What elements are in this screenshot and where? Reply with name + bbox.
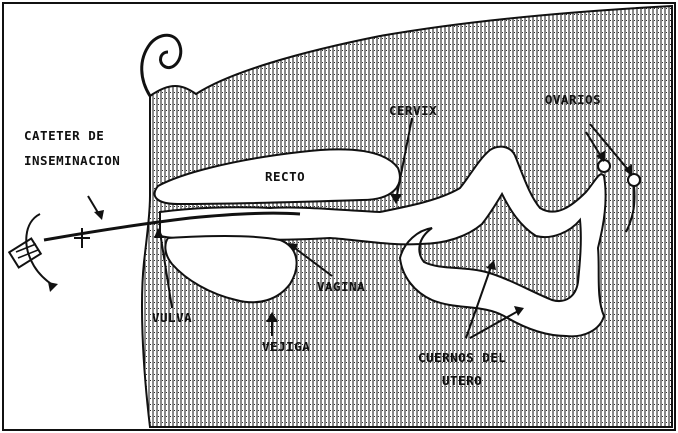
catheter-label-line2: INSEMINACION — [24, 153, 120, 168]
catheter-label-line1: CATETER DE — [24, 128, 104, 143]
ovary-right — [628, 174, 640, 186]
cuernos-label-line1: CUERNOS DEL — [418, 350, 506, 365]
vulva-label: VULVA — [152, 310, 192, 325]
cuernos-label-line2: UTERO — [442, 373, 482, 388]
cervix-label: CERVIX — [389, 103, 437, 118]
recto-label: RECTO — [265, 169, 305, 184]
ovarios-label: OVARIOS — [545, 92, 601, 107]
vagina-label: VAGINA — [317, 279, 365, 294]
vejiga-label: VEJIGA — [262, 339, 310, 354]
